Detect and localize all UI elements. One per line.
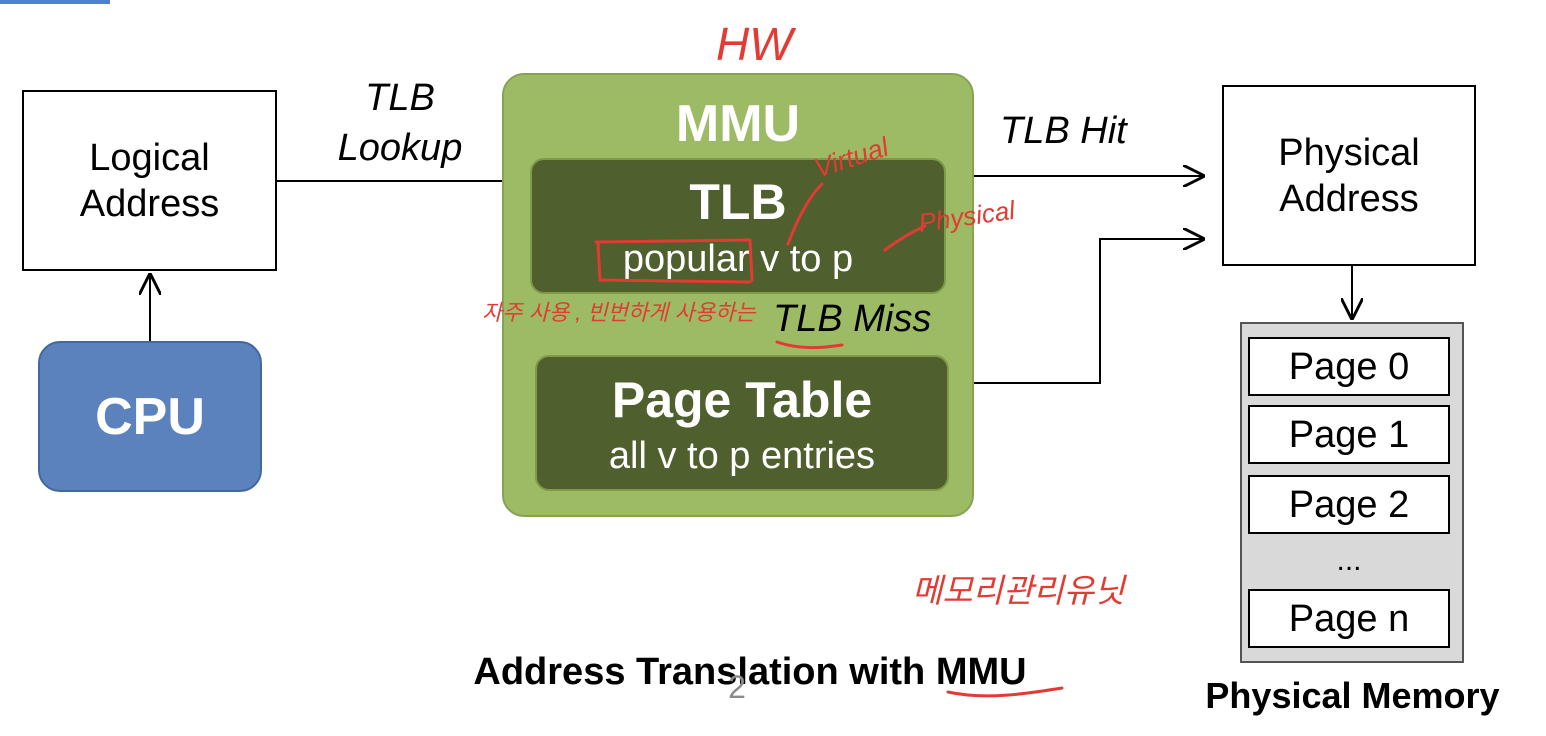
tlb-miss-label: TLB Miss (773, 298, 932, 340)
tlb-title: TLB (689, 174, 787, 230)
ink-virtual-pointer (786, 182, 824, 246)
arrow-pagetable-to-physical (949, 239, 1203, 384)
slide-page-number: 2 (728, 669, 746, 705)
physical-address-line2: Address (1279, 177, 1419, 220)
physical-address-box: Physical Address (1222, 85, 1476, 266)
page-table-box (535, 355, 949, 491)
tlb-description: popular v to p (622, 238, 854, 280)
memory-page-n: Page n (1248, 589, 1450, 648)
tlb-lookup-label-line2: Lookup (337, 127, 463, 169)
page-table-description: all v to p entries (608, 435, 876, 477)
ink-physical-pointer (883, 224, 927, 252)
memory-page-2: Page 2 (1248, 475, 1450, 534)
cpu-label: CPU (95, 387, 205, 446)
tlb-lookup-label-line1: TLB (365, 77, 435, 119)
ink-frequent-use-note: 자주 사용 , 빈번하게 사용하는 (482, 300, 757, 325)
memory-page-0: Page 0 (1248, 337, 1450, 396)
ink-mmu-underline (946, 686, 1064, 698)
physical-address-line1: Physical (1278, 131, 1420, 174)
ink-tlb-bracket (594, 238, 754, 284)
page-table-title: Page Table (611, 372, 873, 428)
ink-memory-management-unit-note: 메모리관리유닛 (912, 572, 1127, 609)
tlb-hit-label: TLB Hit (1000, 110, 1127, 152)
logical-address-box: Logical Address (22, 90, 277, 271)
ink-hw-label: HW (716, 18, 797, 70)
ink-tlb-miss-underline (775, 340, 844, 350)
mmu-title: MMU (675, 95, 801, 153)
logical-address-line2: Address (79, 182, 220, 225)
physical-memory-caption: Physical Memory (1205, 675, 1500, 716)
memory-page-1: Page 1 (1248, 405, 1450, 464)
top-accent-strip (0, 0, 110, 4)
memory-page-ellipsis: ... (1336, 544, 1362, 577)
diagram-caption: Address Translation with MMU (473, 651, 1027, 693)
cpu-box: CPU (38, 341, 262, 492)
logical-address-line1: Logical (89, 136, 210, 179)
ink-physical-label: Physical (917, 195, 1018, 238)
ink-virtual-label: Virtual (811, 131, 894, 183)
